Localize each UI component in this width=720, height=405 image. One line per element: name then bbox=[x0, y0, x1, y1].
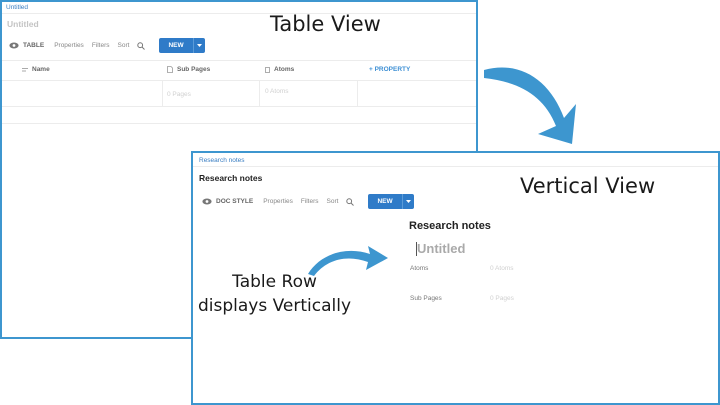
document-icon bbox=[167, 66, 173, 73]
caret-down-icon bbox=[196, 44, 202, 47]
column-header-atoms[interactable]: Atoms bbox=[265, 66, 294, 73]
view-switch[interactable]: TABLE bbox=[9, 42, 44, 49]
cell-sub-pages[interactable]: 0 Pages bbox=[167, 91, 191, 98]
toolbar: TABLE Properties Filters Sort NEW bbox=[9, 38, 205, 53]
column-label: Atoms bbox=[274, 66, 295, 73]
caret-down-icon bbox=[405, 200, 411, 203]
eye-icon bbox=[9, 42, 19, 49]
properties-button[interactable]: Properties bbox=[54, 42, 84, 49]
new-button-label: NEW bbox=[168, 42, 184, 49]
search-icon bbox=[137, 41, 146, 50]
cell-divider bbox=[259, 80, 260, 106]
divider bbox=[193, 166, 718, 167]
callout-table-row: Table Row displays Vertically bbox=[198, 270, 351, 318]
row-title-input[interactable]: Untitled bbox=[417, 241, 466, 256]
bookmark-icon bbox=[265, 66, 270, 73]
breadcrumb[interactable]: Untitled bbox=[6, 4, 29, 11]
search-button[interactable] bbox=[346, 197, 355, 206]
divider bbox=[2, 13, 476, 14]
new-button-label: NEW bbox=[377, 198, 393, 205]
add-property-button[interactable]: + PROPERTY bbox=[369, 66, 411, 73]
divider bbox=[2, 123, 476, 124]
new-button[interactable]: NEW bbox=[159, 38, 205, 53]
eye-icon bbox=[202, 198, 212, 205]
divider bbox=[2, 60, 476, 61]
sort-button[interactable]: Sort bbox=[117, 42, 130, 49]
cell-divider bbox=[357, 80, 358, 106]
callout-table-view: Table View bbox=[270, 12, 381, 36]
page-title[interactable]: Research notes bbox=[199, 173, 263, 183]
callout-line-1: Table Row bbox=[232, 272, 317, 292]
new-dropdown-button[interactable] bbox=[192, 38, 205, 53]
field-label-sub-pages: Sub Pages bbox=[410, 295, 442, 302]
arrow-icon bbox=[484, 67, 576, 144]
callout-vertical-view: Vertical View bbox=[520, 174, 656, 198]
breadcrumb[interactable]: Research notes bbox=[199, 157, 245, 164]
column-label: Name bbox=[32, 66, 50, 73]
new-dropdown-button[interactable] bbox=[401, 194, 414, 209]
filters-button[interactable]: Filters bbox=[91, 42, 110, 49]
view-label: TABLE bbox=[23, 42, 45, 49]
column-label: Sub Pages bbox=[177, 66, 211, 73]
vertical-view-panel: Research notes Research notes DOC STYLE … bbox=[191, 151, 720, 405]
text-lines-icon bbox=[22, 67, 28, 71]
text-cursor bbox=[416, 242, 417, 256]
callout-line-2: displays Vertically bbox=[198, 296, 352, 316]
cell-atoms[interactable]: 0 Atoms bbox=[265, 88, 289, 95]
view-label: DOC STYLE bbox=[216, 198, 254, 205]
new-button[interactable]: NEW bbox=[368, 194, 414, 209]
divider bbox=[2, 80, 476, 81]
field-value-sub-pages[interactable]: 0 Pages bbox=[490, 295, 514, 302]
arrow-icon bbox=[308, 246, 388, 276]
cell-divider bbox=[162, 80, 163, 106]
filters-button[interactable]: Filters bbox=[300, 198, 319, 205]
search-button[interactable] bbox=[137, 41, 146, 50]
column-header-name[interactable]: Name bbox=[22, 66, 50, 73]
sort-button[interactable]: Sort bbox=[326, 198, 339, 205]
view-switch[interactable]: DOC STYLE bbox=[202, 198, 253, 205]
properties-button[interactable]: Properties bbox=[263, 198, 293, 205]
column-header-sub-pages[interactable]: Sub Pages bbox=[167, 66, 210, 73]
doc-heading: Research notes bbox=[409, 220, 491, 232]
divider bbox=[2, 106, 476, 107]
toolbar: DOC STYLE Properties Filters Sort NEW bbox=[202, 194, 414, 209]
search-icon bbox=[346, 197, 355, 206]
field-value-atoms[interactable]: 0 Atoms bbox=[490, 265, 514, 272]
field-label-atoms: Atoms bbox=[410, 265, 429, 272]
page-title[interactable]: Untitled bbox=[7, 19, 39, 29]
